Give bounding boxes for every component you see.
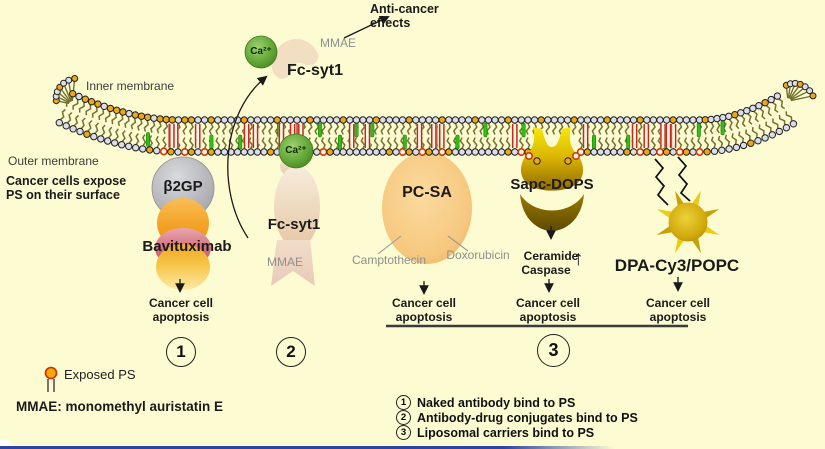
step-3-badge: 3 xyxy=(537,334,570,367)
lipid-bilayer xyxy=(52,75,817,157)
ceramide-label: Ceramide xyxy=(523,249,579,263)
bavituximab-label: Bavituximab xyxy=(142,238,232,255)
zigzag-linker-icon xyxy=(677,156,691,202)
fcsyt1-body-shape xyxy=(274,166,320,248)
anti-cancer-arrow xyxy=(343,15,390,39)
step-1-badge: 1 xyxy=(166,337,196,367)
exposed-ps-icon xyxy=(44,366,58,392)
calcium-free-label: Ca²⁺ xyxy=(250,46,272,57)
legend-item-1: 1 Naked antibody bind to PS xyxy=(396,395,575,410)
pcsa-label: PC-SA xyxy=(402,184,452,201)
caspase-label: Caspase xyxy=(521,263,571,277)
inner-membrane-label: Inner membrane xyxy=(86,79,175,93)
ps-head-icon xyxy=(571,152,580,161)
ps-head-icon xyxy=(564,157,572,165)
legend-2-text: Antibody-drug conjugates bind to PS xyxy=(417,410,638,425)
anti-cancer-effects-line2: effects xyxy=(370,16,411,30)
outcome-pcsa-line2: apoptosis xyxy=(395,310,453,324)
release-curved-arrow xyxy=(227,75,268,239)
legend-item-2: 2 Antibody-drug conjugates bind to PS xyxy=(396,410,638,425)
legend-3-badge: 3 xyxy=(396,425,411,440)
sapc-dops-vesicle-shape xyxy=(520,127,584,191)
pcsa-liposome-shape xyxy=(382,152,472,264)
pcsa-doxorubicin-connector xyxy=(447,235,469,252)
doxorubicin-label: Doxorubicin xyxy=(446,248,510,262)
membrane-over-layer xyxy=(44,15,720,392)
camptothecin-label: Camptothecin xyxy=(351,253,427,267)
outcome-bavituximab-line2: apoptosis xyxy=(152,310,210,324)
calcium-membrane-label: Ca²⁺ xyxy=(285,145,307,156)
outcome-dpa-line2: apoptosis xyxy=(649,310,707,324)
slide-corner-cutout xyxy=(0,439,14,449)
fcsyt1-released-ribbon xyxy=(271,39,319,79)
fcsyt1-ribbon-tail xyxy=(271,240,315,286)
legend-2-badge: 2 xyxy=(396,410,411,425)
mmae-bound-label: MMAE xyxy=(267,255,303,269)
outer-membrane-label: Outer membrane xyxy=(8,154,99,168)
pcsa-camptothecin-connector xyxy=(377,235,402,255)
anti-cancer-effects-line1: Anti-cancer xyxy=(370,2,439,16)
zigzag-linker-icon xyxy=(654,158,669,206)
mmae-definition-label: MMAE: monomethyl auristatin E xyxy=(16,399,224,414)
bavituximab-body-bottom xyxy=(156,244,210,290)
step-2-badge: 2 xyxy=(276,337,306,367)
calcium-ion-icon xyxy=(278,133,314,169)
membrane-bound-agents-under xyxy=(151,152,472,290)
ps-head-icon xyxy=(533,157,541,165)
outcome-dpa-line1: Cancer cell xyxy=(645,296,711,310)
outcome-sapc-line1: Cancer cell xyxy=(515,296,581,310)
b2gp-label: β2GP xyxy=(163,178,203,195)
fcsyt1-released-label: Fc-syt1 xyxy=(287,62,344,79)
ps-exposure-note-line2: PS on their surface xyxy=(6,188,120,202)
legend-item-3: 3 Liposomal carriers bind to PS xyxy=(396,425,594,440)
outcome-sapc-line2: apoptosis xyxy=(519,310,577,324)
increase-arrow-glyph: ↑ xyxy=(573,247,584,270)
sapc-dops-label: Sapc-DOPS xyxy=(510,176,594,193)
dpa-cy3-popc-label: DPA-Cy3/POPC xyxy=(614,256,740,275)
bottom-border-line xyxy=(0,446,615,449)
mmae-released-label: MMAE xyxy=(320,36,356,50)
outcome-pcsa-line1: Cancer cell xyxy=(391,296,457,310)
ps-head-icon xyxy=(524,152,533,161)
fcsyt1-bound-label: Fc-syt1 xyxy=(267,216,321,233)
legend-1-text: Naked antibody bind to PS xyxy=(417,395,576,410)
outcome-bavituximab-line1: Cancer cell xyxy=(148,296,214,310)
sapc-dops-crescent-shape xyxy=(520,194,584,231)
legend-1-badge: 1 xyxy=(396,395,411,410)
exposed-ps-legend-label: Exposed PS xyxy=(64,367,136,382)
legend-3-text: Liposomal carriers bind to PS xyxy=(417,425,595,440)
sun-icon xyxy=(656,190,720,254)
ps-exposure-note-line1: Cancer cells expose xyxy=(6,174,127,188)
calcium-ion-icon xyxy=(244,35,278,69)
